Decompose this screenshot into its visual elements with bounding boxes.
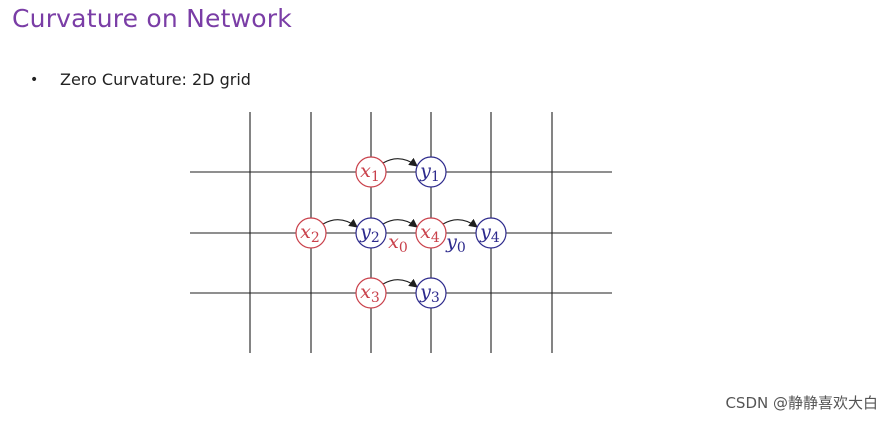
node-y3-label: y3 bbox=[419, 281, 440, 306]
node-layer: x1 y1 x2 y2 x4 y4 x3 y3 bbox=[295, 156, 507, 309]
node-x4-label: x4 bbox=[420, 221, 440, 246]
node-y2-circle bbox=[355, 217, 387, 249]
arrow-x2-to-y2 bbox=[322, 218, 358, 228]
node-y2-label: y2 bbox=[359, 221, 380, 246]
node-x4-circle bbox=[415, 217, 447, 249]
node-x2-circle bbox=[295, 217, 327, 249]
arrow-layer bbox=[322, 157, 478, 288]
node-y1-label: y1 bbox=[419, 160, 440, 185]
node-x1-circle bbox=[355, 156, 387, 188]
node-x3-label: x3 bbox=[360, 281, 380, 306]
node-y4-label: y4 bbox=[479, 221, 500, 246]
label-y0: y0 bbox=[445, 231, 466, 256]
slide-title: Curvature on Network bbox=[12, 4, 292, 33]
node-x2-label: x2 bbox=[300, 221, 320, 246]
node-y1-circle bbox=[415, 156, 447, 188]
node-y4-circle bbox=[475, 217, 507, 249]
watermark: CSDN @静静喜欢大白 bbox=[725, 394, 878, 412]
arrow-x4-to-y4 bbox=[442, 218, 478, 228]
arrow-y2-to-x4 bbox=[382, 218, 418, 228]
node-x3-circle bbox=[355, 277, 387, 309]
bullet-dot-icon: • bbox=[30, 71, 39, 88]
grid-lines bbox=[190, 112, 612, 353]
bullet-item: • Zero Curvature: 2D grid bbox=[30, 70, 251, 89]
label-layer: x0 y0 bbox=[388, 231, 466, 256]
node-y3-circle bbox=[415, 277, 447, 309]
arrow-x3-to-y3 bbox=[382, 278, 418, 288]
node-x1-label: x1 bbox=[360, 160, 380, 185]
label-x0: x0 bbox=[388, 231, 408, 256]
arrow-x1-to-y1 bbox=[382, 157, 418, 167]
bullet-text: Zero Curvature: 2D grid bbox=[60, 70, 251, 89]
